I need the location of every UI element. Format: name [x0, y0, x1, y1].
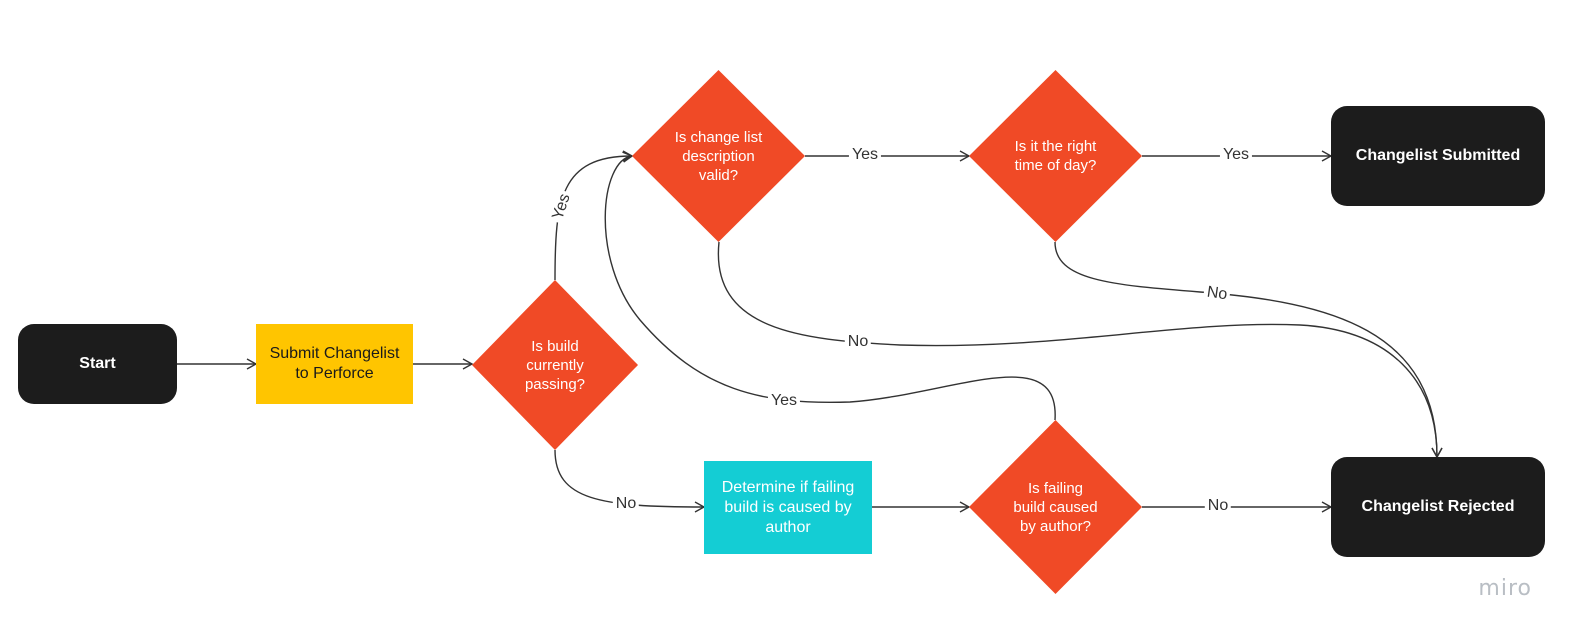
right-time-label: Is it the right time of day? [1014, 138, 1097, 174]
description-valid-label: Is change list description valid? [674, 128, 763, 184]
edge-build-no [554, 449, 706, 513]
right-time-diamond-shape [969, 70, 1142, 242]
edge-label-build-no: No [612, 495, 640, 513]
edge-desc-no [717, 241, 1443, 459]
edge-label-time-no: No [1202, 283, 1232, 305]
changelist-rejected-node[interactable]: Changelist Rejected [1331, 457, 1545, 557]
build-passing-label: Is build currently passing? [524, 337, 586, 393]
start-label: Start [79, 355, 116, 372]
start-node[interactable]: Start [18, 324, 177, 404]
determine-failing-build-box[interactable]: Determine if failing build is caused by … [704, 461, 872, 554]
right-time-decision[interactable]: Is it the right time of day? [969, 70, 1142, 242]
edge-label-author-no: No [1204, 497, 1232, 515]
determine-failing-build-label: Determine if failing build is caused by … [721, 478, 855, 536]
changelist-submitted-label: Changelist Submitted [1355, 147, 1521, 164]
miro-watermark: miro [1478, 576, 1532, 601]
edge-author-yes [604, 151, 1056, 421]
description-valid-decision[interactable]: Is change list description valid? [632, 70, 805, 242]
build-passing-diamond-shape [472, 280, 638, 450]
edge-time-no [1054, 241, 1443, 459]
caused-by-author-diamond-shape [969, 420, 1142, 594]
changelist-submitted-node[interactable]: Changelist Submitted [1331, 106, 1545, 206]
submit-changelist-box[interactable]: Submit Changelist to Perforce [256, 324, 413, 404]
submit-changelist-label: Submit Changelist to Perforce [269, 345, 400, 382]
edge-label-author-yes: Yes [767, 392, 801, 410]
build-passing-decision[interactable]: Is build currently passing? [472, 280, 638, 450]
description-valid-diamond-shape [632, 70, 805, 242]
edge-label-desc-yes: Yes [848, 146, 882, 164]
caused-by-author-decision[interactable]: Is failing build caused by author? [969, 420, 1142, 594]
edge-label-desc-no: No [844, 333, 872, 351]
caused-by-author-label: Is failing build caused by author? [1013, 479, 1098, 535]
edge-label-time-yes: Yes [1219, 146, 1253, 164]
edge-build-yes [554, 150, 634, 281]
changelist-rejected-label: Changelist Rejected [1361, 498, 1515, 515]
